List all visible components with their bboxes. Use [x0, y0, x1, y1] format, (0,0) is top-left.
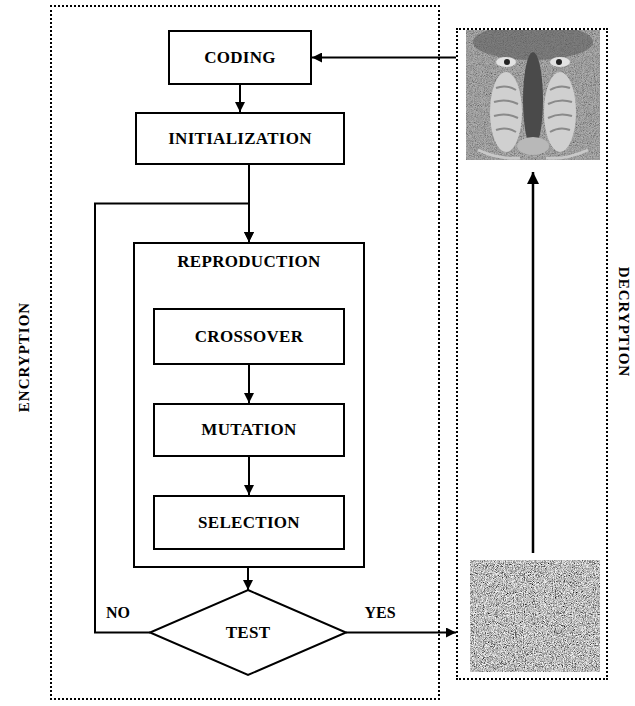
- pupil: [504, 59, 510, 65]
- process-box: MUTATION: [153, 403, 345, 457]
- decryption-region: DECRYPTION: [456, 28, 608, 680]
- cheek: [544, 72, 576, 152]
- diamond-shape: [150, 590, 346, 675]
- reproduction-box: CROSSOVER MUTATION SELECTION REPRODUCTION: [133, 242, 365, 568]
- node-label: SELECTION: [198, 513, 300, 533]
- decision-diamond: TEST: [150, 590, 346, 675]
- encrypted-noise-image: [470, 560, 600, 672]
- beard: [478, 150, 588, 158]
- flow-arrow: [239, 85, 241, 112]
- edge-label: NO: [104, 604, 132, 622]
- process-box: CROSSOVER: [153, 308, 345, 365]
- node-label: CODING: [204, 48, 276, 68]
- region-label: DECRYPTION: [615, 267, 632, 377]
- process-box: SELECTION: [153, 495, 345, 550]
- node-label: CROSSOVER: [195, 327, 304, 347]
- process-box: CODING: [168, 30, 312, 85]
- edge-label: YES: [362, 604, 397, 622]
- nose-bridge: [523, 52, 543, 148]
- region-label: ENCRYPTION: [16, 302, 33, 412]
- process-box: INITIALIZATION: [135, 112, 345, 165]
- node-label: INITIALIZATION: [168, 129, 312, 149]
- node-label: REPRODUCTION: [135, 252, 363, 272]
- encryption-region: CODING INITIALIZATION CROSSOVER MUTATION SEL…: [50, 5, 440, 700]
- decryption-arrow: [532, 172, 535, 553]
- cheek: [490, 72, 522, 152]
- flow-arrow: [312, 57, 456, 59]
- flow-arrow: [248, 457, 250, 495]
- mandrill-image: [466, 30, 600, 160]
- pupil: [556, 59, 562, 65]
- node-label: MUTATION: [201, 420, 296, 440]
- nose-tip: [517, 137, 549, 155]
- node-label: TEST: [226, 623, 271, 643]
- eye: [550, 57, 570, 67]
- flow-arrow: [248, 365, 250, 403]
- flow-arrow: [247, 568, 249, 590]
- eye: [496, 57, 516, 67]
